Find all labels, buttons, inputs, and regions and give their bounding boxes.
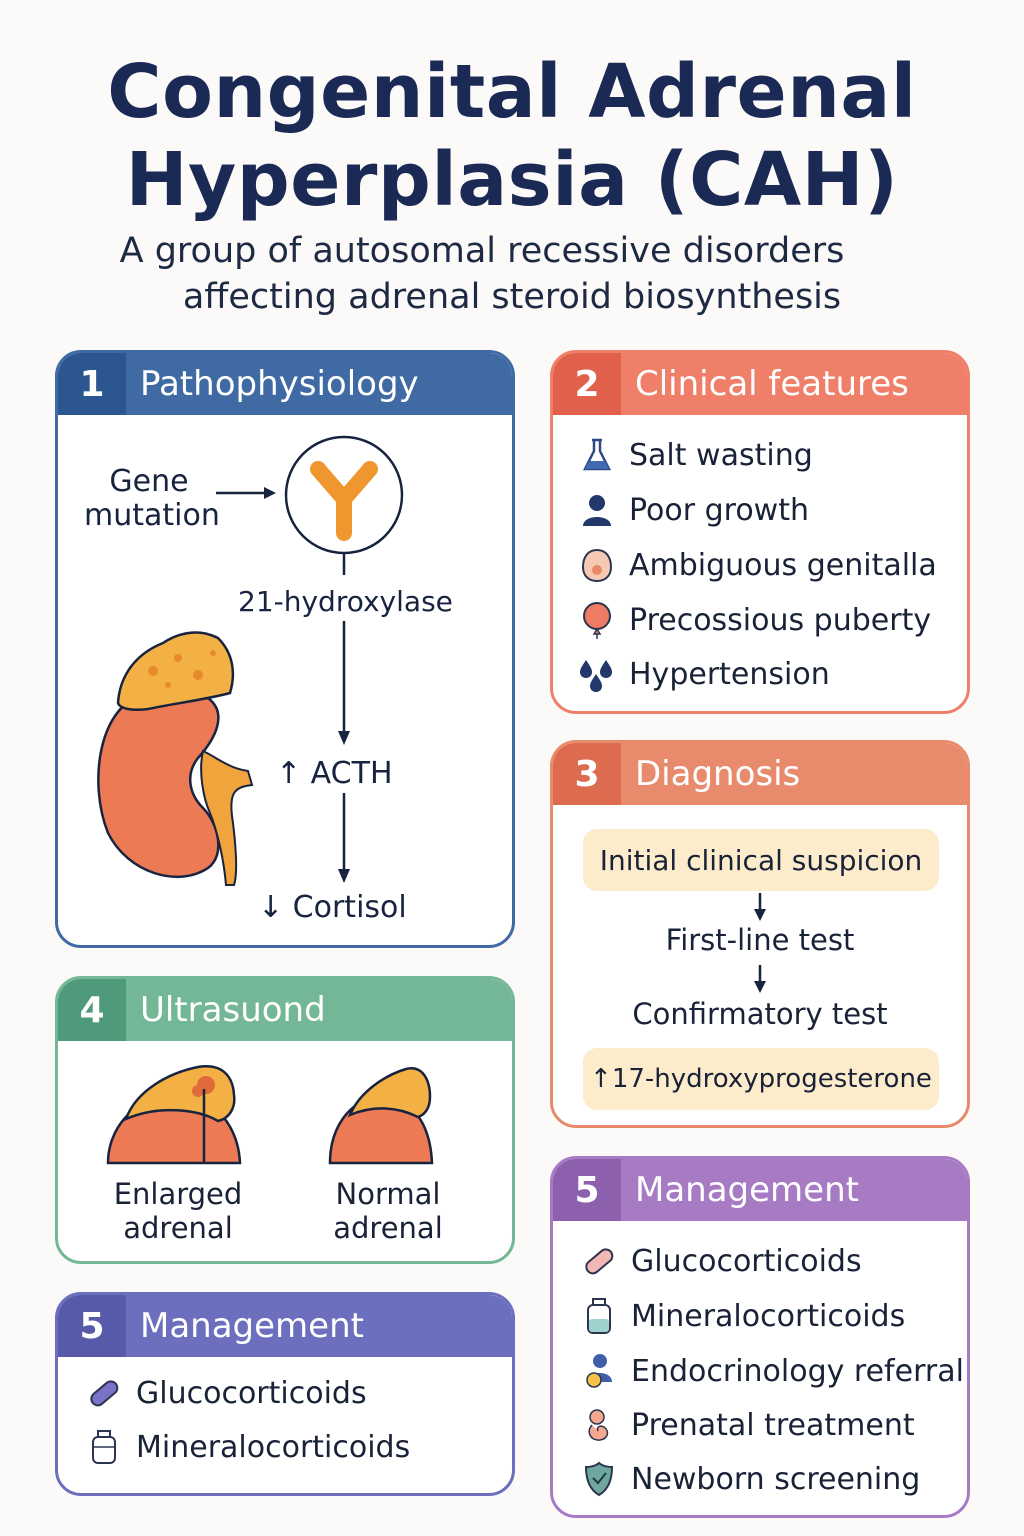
- diagnosis-header: 3 Diagnosis: [553, 743, 967, 805]
- management-item: Mineralocorticoids: [581, 1298, 905, 1334]
- bottle-icon: [581, 1298, 617, 1334]
- normal-adrenal-icon: [328, 1067, 434, 1165]
- drops-icon: [579, 656, 615, 692]
- person-icon: [579, 492, 615, 528]
- section-number: 2: [553, 353, 621, 415]
- management-item: Mineralocorticoids: [86, 1429, 410, 1465]
- pill-icon: [581, 1243, 617, 1279]
- section-title: Ultrasuond: [140, 990, 326, 1030]
- feature-item: Ambiguous genitalla: [579, 547, 937, 583]
- result-box: ↑17-hydroxyprogesterone: [583, 1048, 939, 1110]
- title-line-1: Congenital Adrenal: [107, 49, 917, 135]
- enlarged-adrenal-icon: [106, 1065, 242, 1165]
- fetus-icon: [581, 1407, 617, 1443]
- acth-label: ↑ ACTH: [276, 756, 393, 791]
- management-item: Glucocorticoids: [581, 1243, 862, 1279]
- management-item: Glucocorticoids: [86, 1375, 367, 1411]
- clinical-features-panel: 2 Clinical features Salt wasting Poor gr…: [550, 350, 970, 714]
- section-number: 4: [58, 979, 126, 1041]
- pathway-diagram: [97, 435, 404, 886]
- shield-icon: [581, 1461, 617, 1497]
- diagnosis-panel: 3 Diagnosis Initial clinical suspicion F…: [550, 740, 970, 1128]
- subtitle-line-1: A group of autosomal recessive disorders: [119, 231, 845, 271]
- management-header: 5 Management: [58, 1295, 512, 1357]
- arrow-head-icon: [264, 487, 276, 499]
- enlarged-adrenal-label: Enlarged adrenal: [113, 1177, 243, 1245]
- management-item: Prenatal treatment: [581, 1407, 915, 1443]
- feature-item: Poor growth: [579, 492, 809, 528]
- enzyme-label: 21-hydroxylase: [238, 585, 453, 618]
- pill-icon: [86, 1375, 122, 1411]
- section-number: 1: [58, 353, 126, 415]
- confirmatory-test: Confirmatory test: [632, 997, 888, 1031]
- subtitle-line-2: affecting adrenal steroid biosynthesis: [182, 277, 842, 317]
- page-subtitle: A group of autosomal recessive disorders…: [0, 228, 1024, 320]
- feature-item: Precossious puberty: [579, 602, 931, 639]
- section-number: 3: [553, 743, 621, 805]
- pathophysiology-header: 1 Pathophysiology: [58, 353, 512, 415]
- feature-item: Salt wasting: [579, 437, 813, 473]
- gene-mutation-label: Gene mutation: [84, 464, 220, 533]
- section-title: Management: [635, 1170, 859, 1210]
- management-panel-left: 5 Management Glucocorticoids Mineralocor…: [55, 1292, 515, 1496]
- cortisol-label: ↓ Cortisol: [258, 890, 407, 925]
- section-title: Pathophysiology: [140, 364, 419, 404]
- diagnosis-arrows: [754, 893, 766, 993]
- genitalia-icon: [579, 547, 615, 583]
- ultrasound-images: [106, 1065, 434, 1165]
- pathophysiology-panel: 1 Pathophysiology Gene mutation: [55, 350, 515, 948]
- section-title: Diagnosis: [635, 754, 801, 794]
- section-number: 5: [553, 1159, 621, 1221]
- bottle-icon: [86, 1429, 122, 1465]
- clinical-header: 2 Clinical features: [553, 353, 967, 415]
- management-header: 5 Management: [553, 1159, 967, 1221]
- flask-icon: [579, 437, 615, 473]
- initial-suspicion-box: Initial clinical suspicion: [583, 829, 939, 891]
- normal-adrenal-label: Normal adrenal: [333, 1177, 443, 1245]
- ultrasound-panel: 4 Ultrasuond Enlarged adrenal Normal adr…: [55, 976, 515, 1264]
- feature-item: Hypertension: [579, 656, 830, 692]
- title-line-2: Hyperplasia (CAH): [125, 137, 899, 223]
- section-title: Management: [140, 1306, 364, 1346]
- balloon-icon: [579, 602, 615, 639]
- ultrasound-header: 4 Ultrasuond: [58, 979, 512, 1041]
- section-title: Clinical features: [635, 364, 909, 404]
- kidney-adrenal-icon: [97, 631, 254, 886]
- management-item: Endocrinology referral: [581, 1353, 964, 1389]
- management-panel-right: 5 Management Glucocorticoids Mineralocor…: [550, 1156, 970, 1518]
- first-line-test: First-line test: [665, 923, 855, 957]
- management-item: Newborn screening: [581, 1461, 920, 1497]
- section-number: 5: [58, 1295, 126, 1357]
- people-icon: [581, 1353, 617, 1389]
- page-title: Congenital Adrenal Hyperplasia (CAH): [0, 48, 1024, 224]
